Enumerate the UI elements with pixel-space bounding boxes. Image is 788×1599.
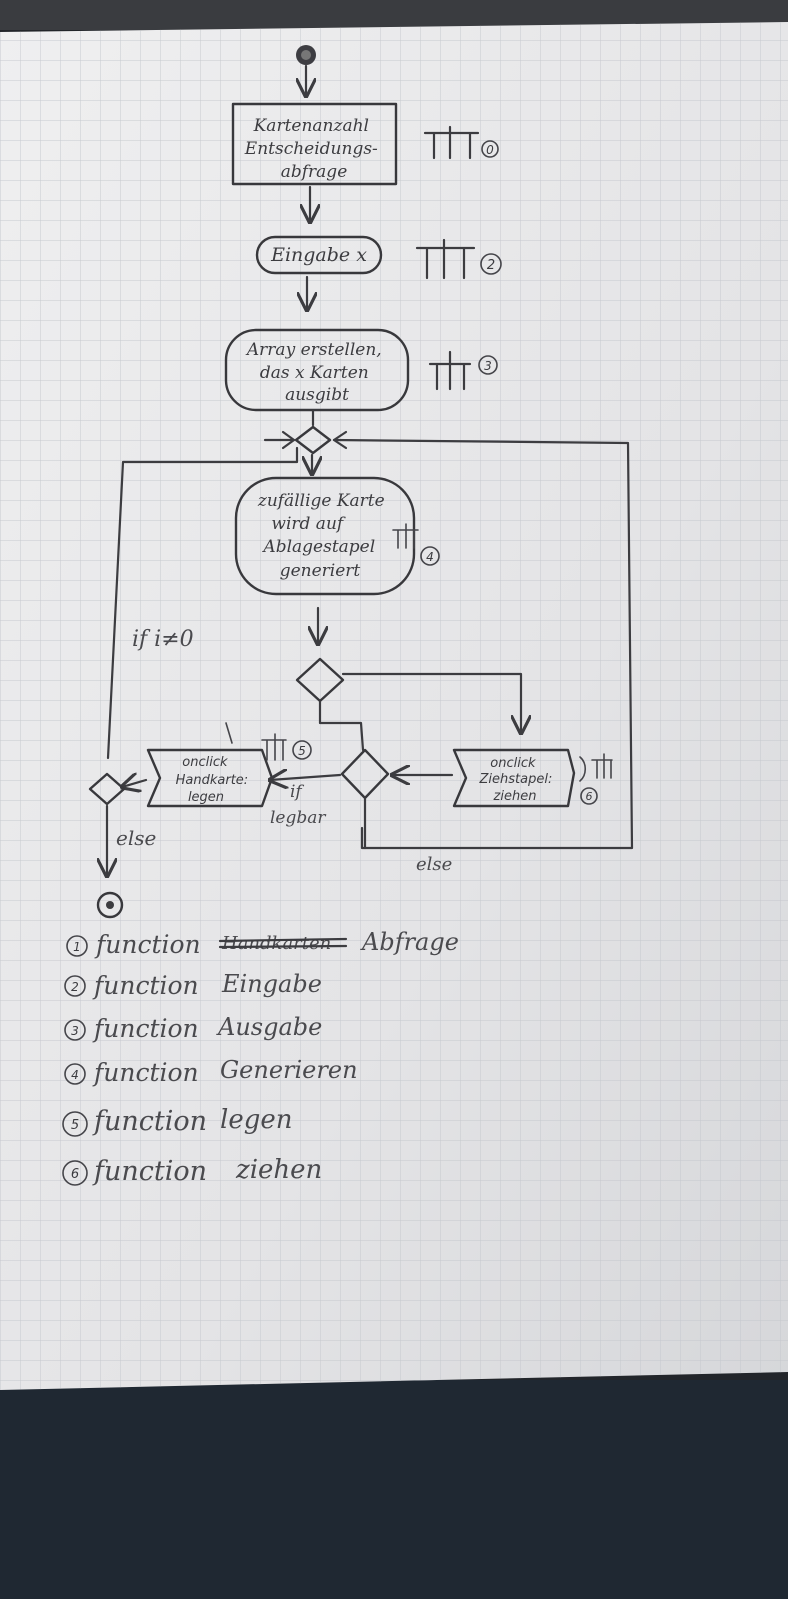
node-ziehen-line2: Ziehstapel: (479, 772, 553, 787)
marker-6-text: 6 (586, 790, 593, 803)
marker-4-text: 4 (426, 550, 434, 564)
legend-row-6: 6 function ziehen (62, 1155, 322, 1187)
start-node (296, 45, 316, 65)
label-if-legbar: if legbar (270, 782, 326, 828)
svg-text:onclick Ziehstapel:: onclick Ziehstapel: ziehen (479, 756, 557, 804)
legend-row-2: 2 function Eingabe (64, 970, 322, 1000)
subroutine-icon-3 (428, 350, 472, 391)
subroutine-icon-2 (415, 238, 476, 280)
legend-1-strikeout (218, 937, 348, 949)
marker-1: 0 (481, 140, 499, 158)
node-legen-line2: Handkarte: (176, 773, 249, 788)
legend-3-num: 3 (71, 1024, 79, 1038)
node-eingabe: Eingabe x (255, 235, 383, 275)
marker-6: 6 (580, 787, 598, 805)
node-ziehen-line1: onclick (490, 756, 536, 771)
edge-decision-choice (318, 700, 365, 752)
label-if-legbar-2: legbar (270, 808, 326, 828)
marker-3: 3 (478, 355, 498, 375)
legend-5-word: function (92, 1106, 207, 1137)
node-array-line1: Array erstellen, (245, 340, 382, 360)
legend-3-word: function (92, 1014, 199, 1043)
svg-text:onclick Handkarte:: onclick Handkarte: legen (176, 755, 253, 805)
arrowhead-right (332, 430, 348, 450)
node-ziehen-line3: ziehen (493, 789, 537, 804)
node-box1-line2: Entscheidungs- (244, 139, 378, 159)
stray-tick (225, 722, 233, 744)
paper-sheet (0, 22, 788, 1390)
legend-1-struck: Handkarten (221, 933, 331, 954)
svg-text:zufällige Karte wird a: zufällige Karte wird auf Ablagestapel ge… (257, 491, 390, 581)
edge-legen-end-decision (122, 780, 148, 787)
legend-row-4: 4 function Generieren (64, 1056, 358, 1087)
legend-2-name: Eingabe (221, 970, 322, 998)
legend-2-word: function (92, 971, 199, 1000)
svg-text:Kartenanzahl Entscheid: Kartenanzahl Entscheidungs- abfrage (244, 116, 383, 182)
merge-diamond (294, 425, 332, 455)
legend-5-num: 5 (71, 1118, 79, 1133)
legend-6-word: function (92, 1156, 207, 1187)
marker-5: 5 (292, 740, 312, 760)
node-onclick-ziehen: onclick Ziehstapel: ziehen (452, 748, 576, 808)
node-array-erstellen: Array erstellen, das x Karten ausgibt (224, 328, 410, 412)
node-zufaellige-karte: zufällige Karte wird auf Ablagestapel ge… (234, 476, 416, 596)
arrowhead-left (281, 430, 296, 450)
label-else-right: else (416, 854, 452, 875)
legend-row-1: 1 function Handkarten Abfrage (66, 928, 459, 959)
marker-2: 2 (480, 253, 502, 275)
legend-6-name: ziehen (235, 1155, 322, 1185)
node-random-line3: Ablagestapel (261, 537, 375, 557)
subroutine-icon-6 (579, 753, 613, 782)
marker-3-text: 3 (484, 359, 492, 373)
marker-1-text: 0 (486, 143, 494, 157)
edge-choice-legen (270, 775, 342, 780)
end-decision-diamond (88, 772, 126, 806)
legend-4-num: 4 (71, 1068, 79, 1082)
legend-2-num: 2 (71, 980, 79, 994)
label-if-not-zero: if i≠0 (132, 627, 194, 652)
subroutine-icon-1 (423, 125, 480, 160)
subroutine-icon-5 (261, 733, 287, 761)
svg-text:Array erstellen, das x: Array erstellen, das x Karten ausgibt (245, 340, 387, 405)
marker-4: 4 (420, 546, 440, 566)
legend-4-word: function (92, 1058, 199, 1087)
node-array-line3: ausgibt (285, 385, 349, 405)
node-array-line2: das x Karten (260, 363, 369, 383)
label-else-left: else (116, 826, 156, 850)
dark-fabric (0, 1380, 788, 1599)
legend-3-name: Ausgabe (216, 1013, 322, 1041)
marker-2-text: 2 (487, 258, 495, 273)
legend-row-3: 3 function Ausgabe (64, 1013, 322, 1043)
node-legen-line1: onclick (182, 755, 228, 770)
edge-decision-ziehen (341, 672, 521, 733)
legend-1-name: Abfrage (360, 928, 459, 956)
edge-loop-right (332, 438, 634, 850)
legend-4-name: Generieren (220, 1056, 358, 1084)
legend-6-num: 6 (71, 1167, 79, 1182)
legend-5-name: legen (220, 1105, 292, 1135)
flowchart: Kartenanzahl Entscheidungs- abfrage 0 Ei… (88, 45, 634, 919)
edge-loop-left (106, 446, 299, 760)
node-onclick-legen: onclick Handkarte: legen (146, 748, 274, 808)
end-node (96, 891, 124, 919)
node-random-line1: zufällige Karte (257, 491, 385, 511)
node-box1-line3: abfrage (281, 162, 348, 182)
function-legend: 1 function Handkarten Abfrage 2 function… (62, 928, 459, 1187)
node-kartenanzahl-abfrage: Kartenanzahl Entscheidungs- abfrage (231, 102, 398, 186)
node-eingabe-text: Eingabe x (270, 244, 367, 266)
node-legen-line3: legen (188, 790, 224, 805)
node-box1-line1: Kartenanzahl (253, 116, 369, 136)
node-random-line2: wird auf (271, 514, 345, 534)
subroutine-icon-4 (392, 523, 419, 549)
legend-1-num: 1 (73, 940, 81, 954)
node-random-line4: generiert (280, 561, 361, 581)
label-if-legbar-1: if (290, 782, 304, 802)
legend-row-5: 5 function legen (62, 1105, 292, 1137)
legend-1-word: function (94, 930, 201, 959)
marker-5-text: 5 (298, 744, 306, 758)
